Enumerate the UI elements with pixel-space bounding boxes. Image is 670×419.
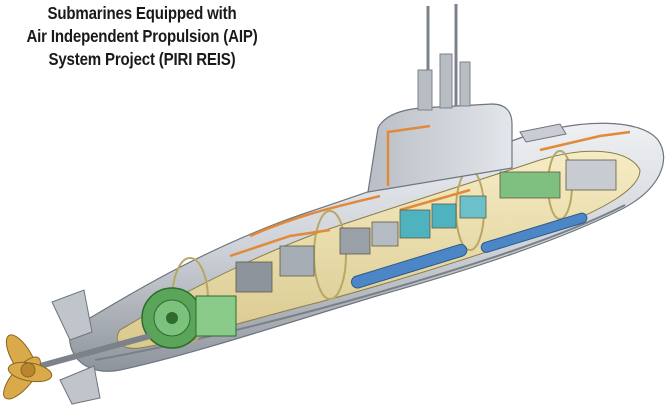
masts (417, 4, 471, 111)
title-line-3: System Project (PIRI REIS) (48, 49, 236, 69)
title-line-2: Air Independent Propulsion (AIP) (26, 26, 258, 46)
propeller (3, 334, 53, 400)
forward-hatch (519, 123, 567, 143)
lower-fin (59, 365, 101, 405)
propeller-shaft (39, 333, 151, 369)
sail (367, 103, 513, 193)
title-line-1: Submarines Equipped with (47, 3, 237, 23)
upper-rudder (51, 289, 93, 341)
electric-motor (141, 287, 237, 349)
battery-tanks (350, 212, 588, 289)
equipment-blocks (235, 159, 617, 293)
diagram-title: Submarines Equipped with Air Independent… (25, 2, 259, 71)
piping (229, 124, 631, 258)
